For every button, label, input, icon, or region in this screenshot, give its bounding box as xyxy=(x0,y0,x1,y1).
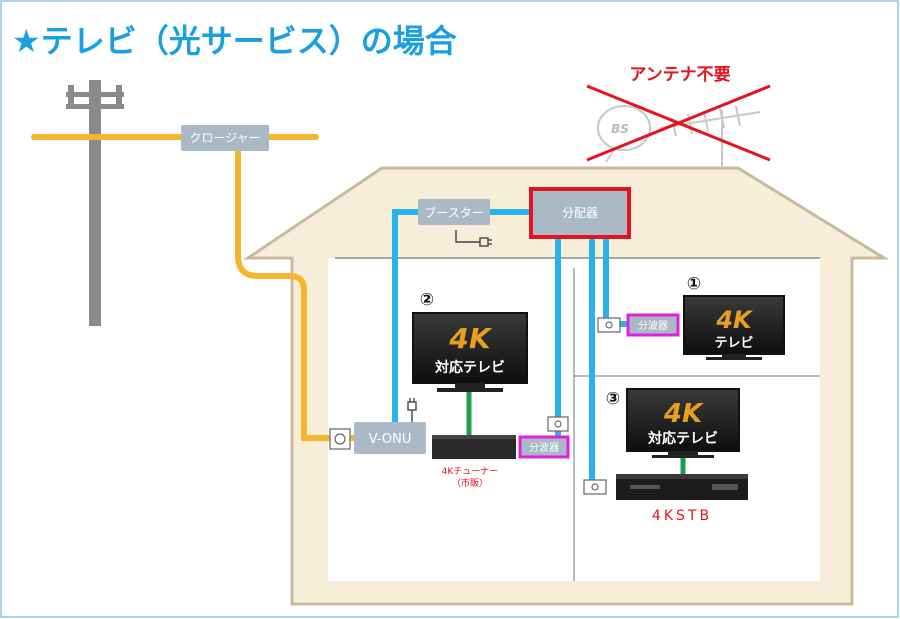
tv-3: ③ 4K 対応テレビ xyxy=(606,388,740,458)
tv-caption: 対応テレビ xyxy=(434,359,505,376)
tv-1: ① 4K テレビ xyxy=(683,274,785,360)
onu-label: V-ONU xyxy=(369,432,412,447)
tv-caption: テレビ xyxy=(714,335,753,351)
hdmi-cable-lines xyxy=(466,388,686,474)
wall-outlet-icon xyxy=(547,317,621,495)
closure-box: クロージャー xyxy=(181,125,269,151)
utility-pole xyxy=(66,80,124,326)
tv-4k-badge: 4K xyxy=(448,322,492,355)
power-plug-icon xyxy=(455,230,492,247)
branch-filter-tv1: 分波器 xyxy=(626,313,680,337)
tv-4k-badge: 4K xyxy=(715,306,754,334)
branch-filter-tuner: 分波器 xyxy=(518,435,570,459)
branch-filter-label: 分波器 xyxy=(638,319,668,332)
tuner-note: （市販） xyxy=(452,477,488,489)
antenna-not-needed-cross xyxy=(586,84,771,162)
booster-label: ブースター xyxy=(424,205,483,220)
onu-box: V-ONU xyxy=(329,422,426,454)
booster-box: ブースター xyxy=(418,199,490,225)
tuner-label: 4Kチューナー xyxy=(442,466,499,477)
tuner-box: 4Kチューナー （市販） xyxy=(432,435,516,489)
closure-label: クロージャー xyxy=(189,131,260,145)
tv-number: ② xyxy=(420,290,434,310)
page-title: ★テレビ（光サービス）の場合 xyxy=(12,22,457,60)
stb-label: 4KSTB xyxy=(652,508,712,524)
splitter-label: 分配器 xyxy=(562,206,598,220)
tv-number: ③ xyxy=(606,389,620,409)
tv-number: ① xyxy=(687,274,701,294)
branch-filter-label: 分波器 xyxy=(529,441,559,454)
tv-2: ② 4K 対応テレビ xyxy=(412,290,528,392)
onu-power-plug-icon xyxy=(407,398,417,422)
bs-antenna-mark: BS xyxy=(611,122,629,136)
stb-box: 4KSTB xyxy=(616,474,748,524)
tv-caption: 対応テレビ xyxy=(647,430,718,447)
tv-4k-badge: 4K xyxy=(663,399,704,429)
antenna-not-needed-label: アンテナ不要 xyxy=(629,65,730,85)
splitter-box: 分配器 xyxy=(529,187,631,239)
